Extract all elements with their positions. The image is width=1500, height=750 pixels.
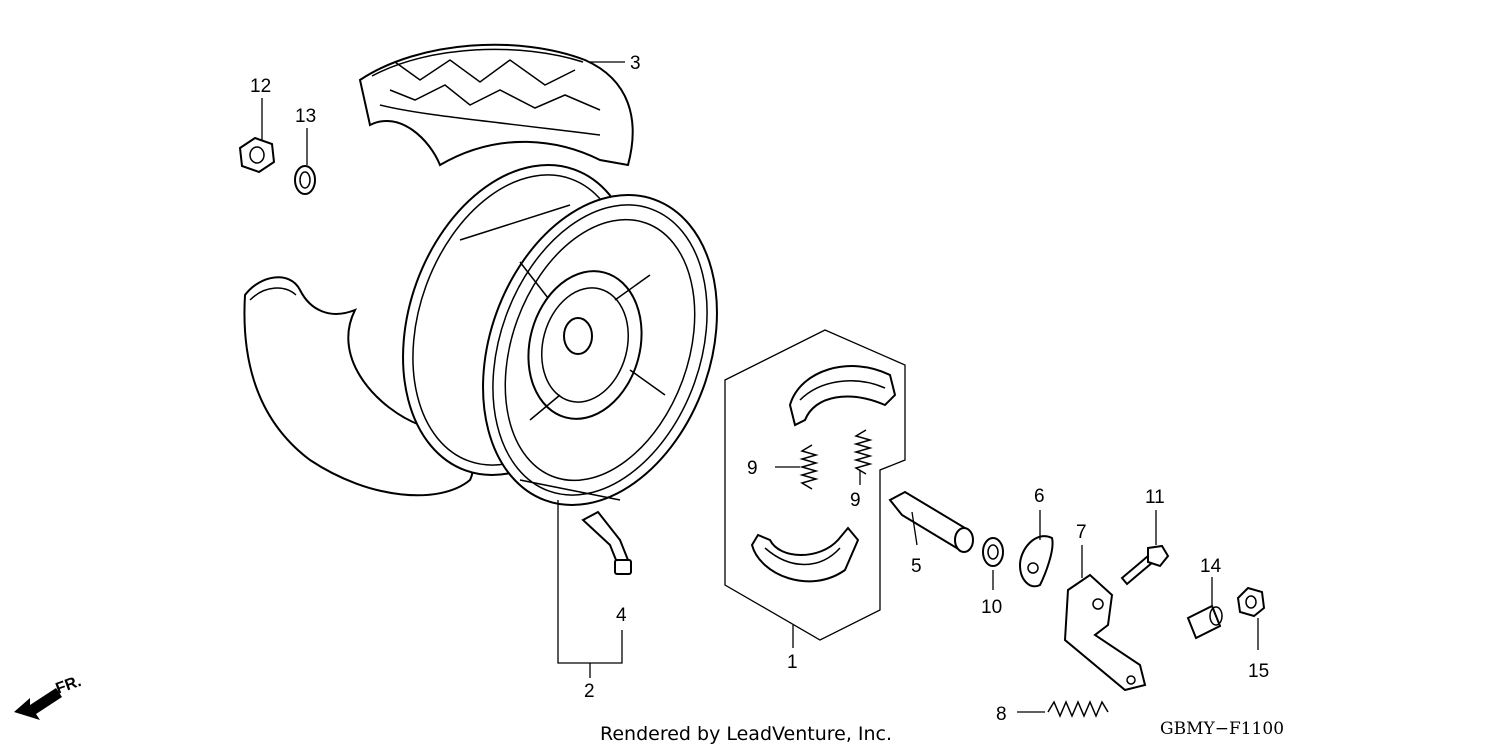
front-direction-label: FR. [54,673,84,698]
return-spring [1047,700,1109,718]
callout-6: 6 [1034,486,1045,507]
callout-8: 8 [996,704,1007,725]
callout-7: 7 [1076,522,1087,543]
callout-9-left: 9 [747,458,758,479]
brake-cam [888,490,974,553]
callout-15: 15 [1248,661,1269,682]
callout-9-right: 9 [850,490,861,511]
brake-spring-right [853,429,873,475]
brake-shoe-set [724,329,906,641]
callout-12: 12 [250,76,271,97]
front-direction-arrow: FR. [14,673,84,720]
callout-5: 5 [911,556,922,577]
tire-upper-section [358,43,634,167]
valve-stem [581,510,632,575]
callout-1: 1 [787,652,798,673]
wheel-hub [519,261,666,421]
callout-10: 10 [981,597,1002,618]
callout-13: 13 [295,106,316,127]
cam-washer [982,537,1004,567]
diagram-code: GBMY−F1100 [1160,719,1284,739]
joint-pin [1186,604,1223,640]
callout-3: 3 [630,53,641,74]
axle-washer [294,165,316,195]
axle-nut [238,136,276,174]
leader-lines [261,61,1259,713]
callout-14: 14 [1200,556,1222,577]
brake-arm [1063,573,1147,692]
callout-2: 2 [584,681,595,702]
adjusting-nut [1236,586,1266,618]
wear-indicator-plate [1018,535,1054,588]
render-credit: Rendered by LeadVenture, Inc. [600,723,892,745]
brake-spring-left [799,444,819,490]
callout-4: 4 [616,605,627,626]
arm-bolt [1120,544,1170,586]
callout-11: 11 [1145,487,1165,508]
